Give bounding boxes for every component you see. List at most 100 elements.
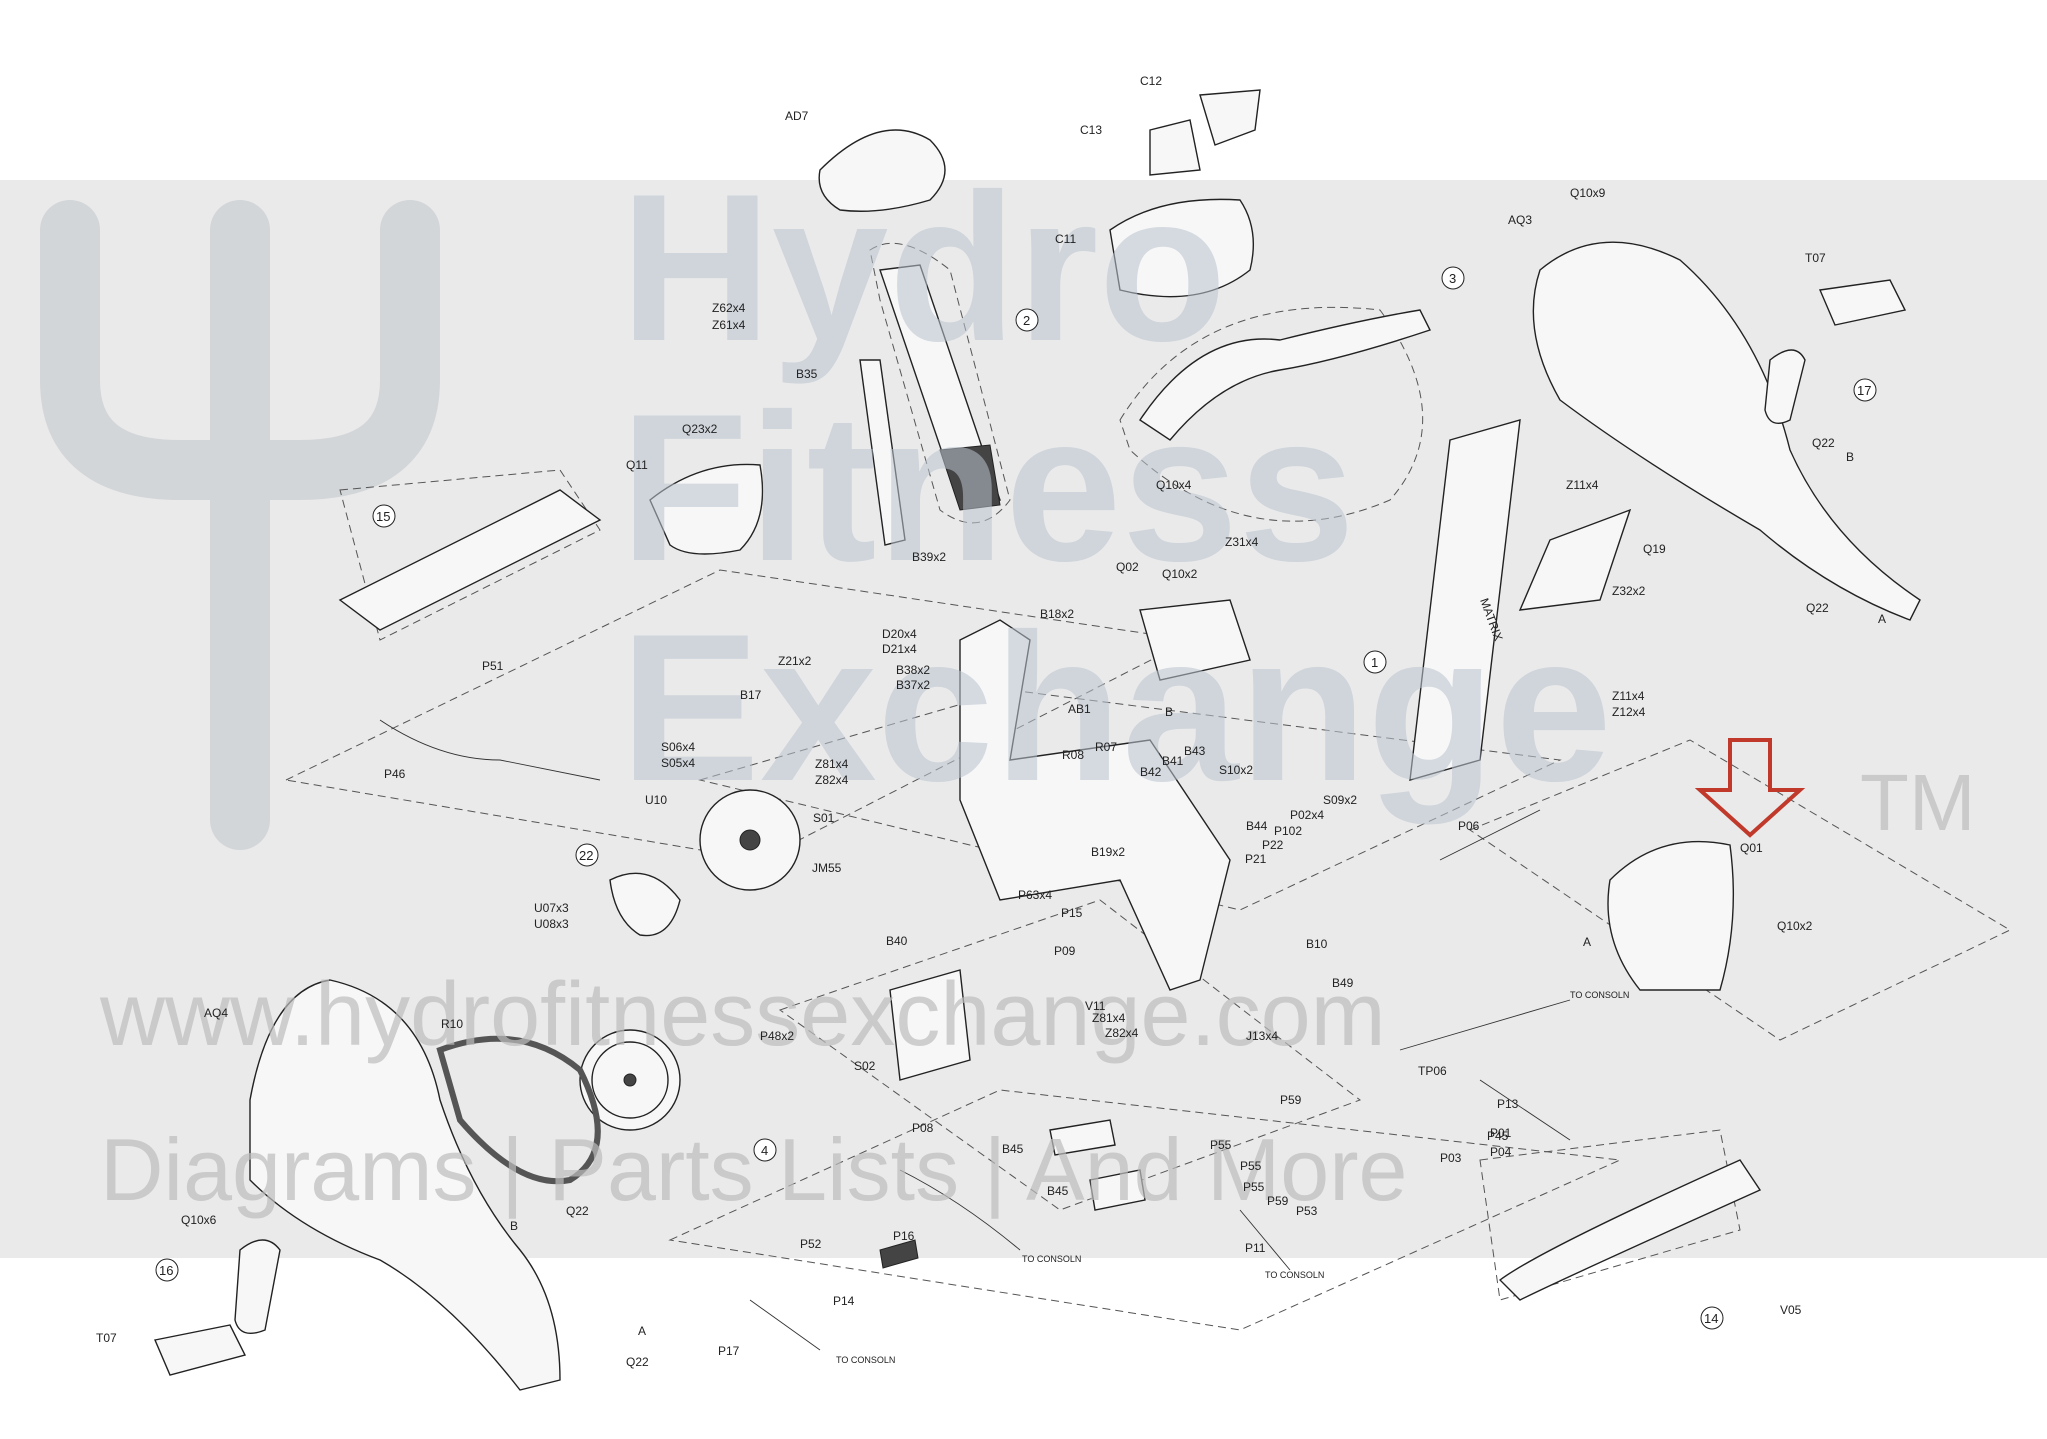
part-label: V11 (1085, 999, 1106, 1013)
part-label: Q10x9 (1570, 186, 1606, 200)
part-label: T07 (1805, 251, 1826, 265)
part-label: B35 (796, 367, 818, 381)
pedal-t07-left (154, 1324, 247, 1376)
seat-post (879, 264, 1001, 506)
pedal-t07-right (1818, 279, 1907, 326)
upright-1 (1409, 419, 1521, 781)
part-label: Q10x2 (1162, 567, 1198, 581)
watermark-url: www.hydrofitnessexchange.com (99, 965, 1386, 1065)
part-label: R07 (1095, 740, 1117, 754)
cup-c12 (1199, 89, 1261, 146)
bracket-q19 (1518, 508, 1632, 611)
part-label: A (638, 1324, 646, 1338)
part-label: P08 (912, 1121, 934, 1135)
part-label: S02 (854, 1059, 876, 1073)
part-label: Z11x4 (1612, 689, 1645, 703)
note-consoln-3: TO CONSOLN (1265, 1270, 1324, 1280)
crank-16 (234, 1239, 281, 1334)
part-label: P11 (1245, 1241, 1266, 1255)
callout-2: 2 (1023, 313, 1030, 328)
part-label: Q23x2 (682, 422, 718, 436)
part-label: Z81x4 (815, 757, 849, 771)
part-label: Q02 (1116, 560, 1139, 574)
part-label: V05 (1780, 1303, 1802, 1317)
part-label: U10 (645, 793, 667, 807)
part-label: P53 (1296, 1204, 1318, 1218)
part-labels: C12 C13 AD7 C11 Q10x9 AQ3 T07 Z62x4 Z61x… (96, 74, 1886, 1369)
part-label: S10x2 (1219, 763, 1253, 777)
part-label: TP06 (1418, 1064, 1447, 1078)
cable-p06 (1439, 809, 1541, 861)
part-label: B43 (1184, 744, 1206, 758)
stabilizer-14 (1498, 1159, 1762, 1301)
belt-r10 (436, 1035, 601, 1185)
part-label: P55 (1240, 1159, 1262, 1173)
callout-17: 17 (1857, 383, 1871, 398)
part-label: P06 (1458, 819, 1480, 833)
part-label: B42 (1140, 765, 1162, 779)
callouts: 1 2 3 4 14 15 16 17 22 (155, 266, 1877, 1330)
part-label: P22 (1262, 838, 1284, 852)
part-label: P16 (893, 1229, 915, 1243)
part-label: S06x4 (661, 740, 695, 754)
part-label: P17 (718, 1344, 740, 1358)
part-label: P59 (1267, 1194, 1289, 1208)
part-label: D21x4 (882, 642, 917, 656)
note-consoln-1: TO CONSOLN (1570, 990, 1629, 1000)
part-label: D20x4 (882, 627, 917, 641)
bracket-22 (609, 872, 681, 937)
group-outline-handlebar (1119, 306, 1424, 522)
block-b45a (1049, 1119, 1116, 1156)
part-label: P14 (833, 1294, 855, 1308)
part-label: P45 (1487, 1129, 1509, 1143)
part-label: P55 (1210, 1138, 1232, 1152)
group-outline-motor (284, 569, 1192, 861)
part-label: P59 (1280, 1093, 1302, 1107)
part-label: Z21x2 (778, 654, 812, 668)
callout-1: 1 (1371, 655, 1378, 670)
part-label: P51 (482, 659, 504, 673)
part-label: S05x4 (661, 756, 695, 770)
group-outline-seatpost (869, 242, 1011, 524)
part-label: AQ4 (204, 1006, 228, 1020)
highlight-arrow-icon (1694, 738, 1806, 838)
part-label: B40 (886, 934, 908, 948)
part-label: C12 (1140, 74, 1162, 88)
note-consoln-4: TO CONSOLN (836, 1355, 895, 1365)
part-label: Z32x2 (1612, 584, 1646, 598)
part-label: S01 (813, 811, 835, 825)
seat-ad7 (818, 129, 946, 212)
seat-post-rail (939, 444, 1001, 511)
part-label: B44 (1246, 819, 1268, 833)
cable-p46 (379, 719, 601, 781)
cable-p16 (899, 1169, 1021, 1251)
part-label: U07x3 (534, 901, 569, 915)
part-label: Q10x4 (1156, 478, 1192, 492)
part-label: Q11 (626, 458, 648, 472)
block-b45b (1089, 1169, 1146, 1211)
cable-p11 (1239, 1209, 1291, 1271)
part-label: P13 (1497, 1097, 1519, 1111)
crank-17 (1764, 349, 1806, 424)
part-label: B (1165, 705, 1173, 719)
part-label: B18x2 (1040, 607, 1074, 621)
cup-c13 (1149, 119, 1201, 176)
callout-3: 3 (1449, 271, 1456, 286)
part-label: B (1846, 450, 1854, 464)
part-label: Q10x6 (181, 1213, 217, 1227)
fan-q02 (1139, 599, 1251, 681)
part-label: Q01 (1740, 841, 1763, 855)
part-label: Q22 (626, 1355, 649, 1369)
watermark-line2: Fitness (620, 370, 1355, 605)
controller-s02 (889, 969, 971, 1081)
frame-ab1 (959, 619, 1231, 991)
part-label: Z31x4 (1225, 535, 1259, 549)
watermark-tm: TM (1860, 758, 1976, 847)
callout-15: 15 (376, 509, 390, 524)
part-label: Z11x4 (1566, 478, 1599, 492)
shroud-q11 (649, 463, 764, 555)
part-label: P52 (800, 1237, 822, 1251)
part-label: Q10x2 (1777, 919, 1813, 933)
part-label: R08 (1062, 748, 1084, 762)
callout-14: 14 (1704, 1311, 1718, 1326)
